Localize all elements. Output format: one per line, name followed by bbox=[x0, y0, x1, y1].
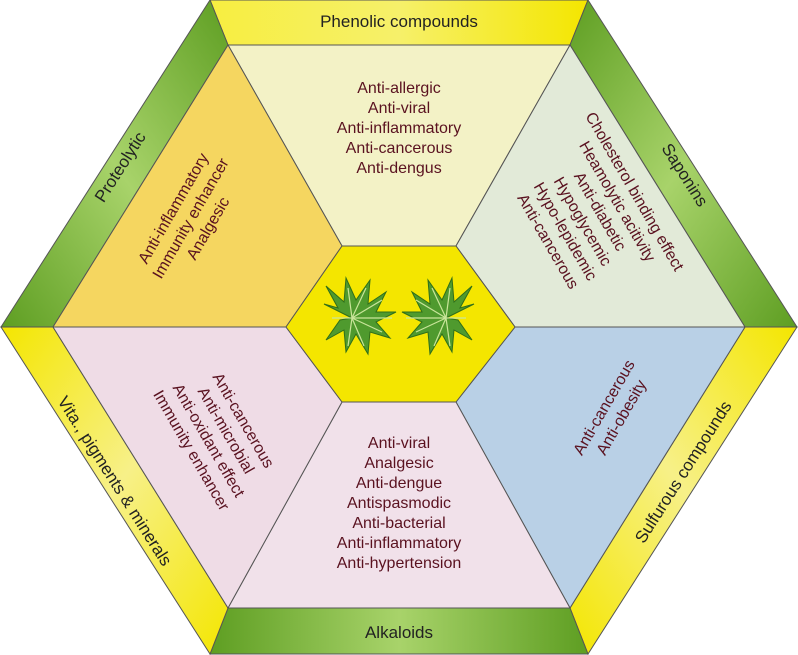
sector-line: Anti-inflammatory bbox=[337, 120, 461, 137]
sector-line: Anti-inflammatory bbox=[337, 535, 461, 552]
sector-line: Anti-allergic bbox=[357, 80, 441, 97]
sector-line: Analgesic bbox=[364, 455, 433, 472]
sector-line: Anti-dengue bbox=[356, 475, 442, 492]
papaya-leaf-icon bbox=[323, 276, 475, 356]
sector-line: Anti-cancerous bbox=[346, 140, 453, 157]
sector-line: Anti-dengus bbox=[356, 160, 441, 177]
border-label-bottom: Alkaloids bbox=[365, 623, 433, 642]
sector-line: Anti-hypertension bbox=[337, 555, 462, 572]
sector-line: Anti-viral bbox=[368, 100, 430, 117]
sector-text-top: Anti-allergicAnti-viralAnti-inflammatory… bbox=[337, 80, 461, 177]
sector-line: Anti-viral bbox=[368, 435, 430, 452]
border-label-top: Phenolic compounds bbox=[320, 12, 478, 31]
center-hexagon bbox=[285, 245, 516, 403]
sector-line: Anti-bacterial bbox=[352, 515, 445, 532]
sector-line: Antispasmodic bbox=[347, 495, 451, 512]
sector-text-bottom: Anti-viralAnalgesicAnti-dengueAntispasmo… bbox=[337, 435, 462, 572]
